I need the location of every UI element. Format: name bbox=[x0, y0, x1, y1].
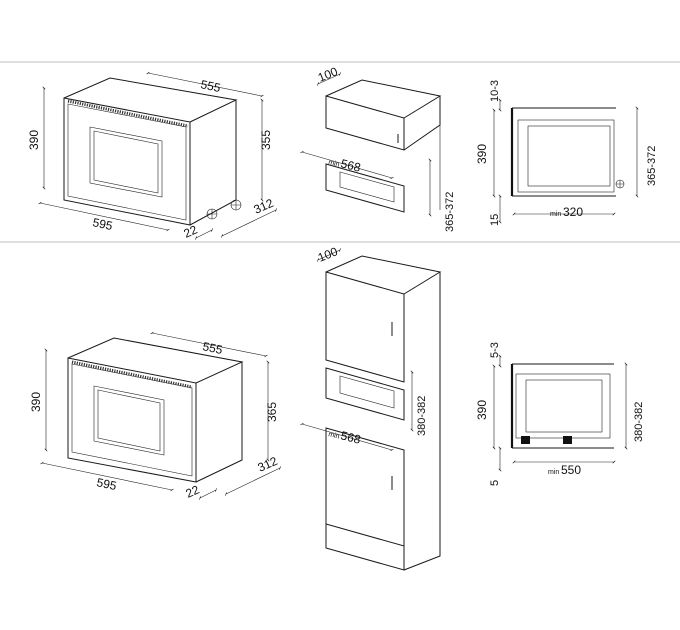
bottom-oven-front-gap: 22 bbox=[184, 482, 202, 500]
bottom-section-height: 390 bbox=[475, 400, 489, 420]
bottom-column-niche-min: min bbox=[328, 431, 341, 441]
bottom-column-niche-height: 380-382 bbox=[416, 396, 428, 436]
top-wall-niche-width: 568 bbox=[339, 156, 362, 175]
bottom-oven-height: 390 bbox=[29, 392, 43, 412]
bottom-oven-depth-side: 312 bbox=[256, 454, 280, 475]
top-section-depth-min: min bbox=[550, 211, 561, 218]
top-section-drawing bbox=[492, 98, 639, 224]
top-wall-niche-height: 365-372 bbox=[444, 192, 456, 232]
top-oven-side-height: 355 bbox=[259, 130, 273, 150]
bottom-column-niche-width: 568 bbox=[339, 428, 362, 447]
bottom-oven-depth-top: 555 bbox=[201, 339, 224, 357]
bottom-oven-width: 595 bbox=[95, 475, 118, 493]
top-section-top-gap: 10-3 bbox=[489, 80, 501, 102]
top-wall-top-depth: 100 bbox=[316, 64, 340, 85]
top-section-height: 390 bbox=[475, 144, 489, 164]
top-section-bottom-gap: 15 bbox=[489, 214, 501, 226]
bottom-section-drawing bbox=[492, 354, 628, 472]
top-wall-niche-min: min bbox=[328, 159, 341, 169]
bottom-column-drawing bbox=[300, 248, 442, 571]
top-wall-cabinet-drawing bbox=[300, 72, 442, 217]
top-oven-height: 390 bbox=[27, 130, 41, 150]
top-oven-depth-top: 555 bbox=[199, 77, 222, 95]
bottom-oven-side-height: 365 bbox=[265, 402, 279, 422]
top-oven-drawing bbox=[38, 71, 277, 240]
top-oven-width: 595 bbox=[91, 215, 114, 233]
bottom-section-niche-height: 380-382 bbox=[633, 402, 645, 442]
top-oven-depth-side: 312 bbox=[252, 196, 276, 217]
bottom-section-top-gap: 5-3 bbox=[489, 342, 501, 358]
bottom-section-bottom-gap: 5 bbox=[489, 480, 501, 486]
bottom-oven-drawing bbox=[40, 331, 281, 500]
bottom-section-depth-min: min bbox=[548, 469, 559, 476]
top-section-niche-height: 365-372 bbox=[646, 146, 658, 186]
top-oven-front-gap: 22 bbox=[182, 222, 200, 240]
bottom-column-top-depth: 100 bbox=[316, 244, 340, 265]
foot-right bbox=[563, 436, 572, 444]
bottom-section-depth: 550 bbox=[561, 463, 581, 477]
top-section-depth: 320 bbox=[563, 205, 583, 219]
foot-left bbox=[521, 436, 530, 444]
